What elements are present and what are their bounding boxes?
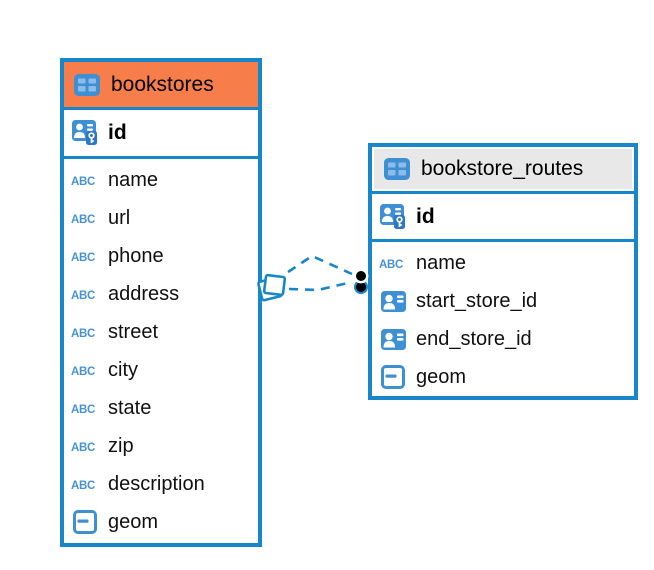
column-name: geom bbox=[416, 365, 467, 388]
column-row-url[interactable]: ABC url bbox=[64, 199, 258, 237]
header-divider bbox=[372, 191, 634, 194]
text-icon: ABC bbox=[71, 326, 99, 339]
column-row-geom[interactable]: geom bbox=[372, 358, 634, 396]
column-name: address bbox=[108, 282, 180, 305]
column-row-name[interactable]: ABC name bbox=[372, 244, 634, 282]
text-icon: ABC bbox=[71, 250, 99, 263]
column-name: street bbox=[108, 320, 159, 343]
reference-icon bbox=[379, 328, 407, 350]
column-row-geom[interactable]: geom bbox=[64, 503, 258, 541]
text-icon: ABC bbox=[71, 402, 99, 415]
column-name: end_store_id bbox=[416, 327, 532, 350]
column-name: geom bbox=[108, 510, 159, 533]
column-row-zip[interactable]: ABC zip bbox=[64, 427, 258, 465]
svg-text:ABC: ABC bbox=[71, 480, 95, 491]
column-name: state bbox=[108, 396, 152, 419]
column-name: phone bbox=[108, 244, 164, 267]
primary-key-label: id bbox=[108, 121, 127, 144]
svg-text:ABC: ABC bbox=[71, 442, 95, 453]
svg-text:ABC: ABC bbox=[71, 214, 95, 225]
column-row-state[interactable]: ABC state bbox=[64, 389, 258, 427]
table-title: bookstores bbox=[111, 72, 214, 96]
text-icon: ABC bbox=[71, 288, 99, 301]
text-icon: ABC bbox=[71, 440, 99, 453]
table-header-bookstore-routes[interactable]: bookstore_routes bbox=[372, 147, 634, 191]
column-name: url bbox=[108, 206, 131, 229]
column-name: zip bbox=[108, 434, 134, 457]
pk-divider bbox=[372, 239, 634, 242]
primary-key-label: id bbox=[416, 204, 435, 228]
text-icon: ABC bbox=[71, 174, 99, 187]
relationship-line-start-store[interactable] bbox=[287, 254, 353, 276]
column-row-address[interactable]: ABC address bbox=[64, 275, 258, 313]
table-header-bookstores[interactable]: bookstores bbox=[64, 62, 258, 107]
primary-key-row[interactable]: id bbox=[372, 194, 634, 239]
column-name: name bbox=[108, 168, 159, 191]
column-row-name[interactable]: ABC name bbox=[64, 161, 258, 199]
relationship-endpoint-dot-1[interactable] bbox=[353, 268, 369, 284]
text-icon: ABC bbox=[71, 212, 99, 225]
table-bookstore-routes[interactable]: bookstore_routes id ABC name start_store… bbox=[368, 143, 638, 400]
primary-key-icon bbox=[379, 203, 407, 230]
svg-text:ABC: ABC bbox=[71, 366, 95, 377]
primary-key-row[interactable]: id bbox=[64, 110, 258, 156]
column-row-end_store_id[interactable]: end_store_id bbox=[372, 320, 634, 358]
geometry-icon bbox=[71, 510, 99, 534]
svg-text:ABC: ABC bbox=[71, 252, 95, 263]
relationship-line-end-store[interactable] bbox=[288, 280, 353, 292]
svg-text:ABC: ABC bbox=[379, 259, 403, 270]
svg-text:ABC: ABC bbox=[71, 404, 95, 415]
text-icon: ABC bbox=[71, 364, 99, 377]
primary-key-icon bbox=[71, 120, 99, 146]
header-divider bbox=[64, 107, 258, 110]
table-icon bbox=[73, 73, 101, 96]
column-row-phone[interactable]: ABC phone bbox=[64, 237, 258, 275]
column-row-start_store_id[interactable]: start_store_id bbox=[372, 282, 634, 320]
relationship-source-marker[interactable] bbox=[257, 273, 287, 302]
text-icon: ABC bbox=[71, 478, 99, 491]
svg-text:ABC: ABC bbox=[71, 176, 95, 187]
svg-text:ABC: ABC bbox=[71, 290, 95, 301]
table-icon bbox=[383, 158, 411, 180]
column-row-street[interactable]: ABC street bbox=[64, 313, 258, 351]
svg-text:ABC: ABC bbox=[71, 328, 95, 339]
column-name: start_store_id bbox=[416, 289, 538, 312]
geometry-icon bbox=[379, 365, 407, 389]
column-name: name bbox=[416, 251, 467, 274]
column-list: ABC name start_store_id end_store_id geo… bbox=[372, 242, 634, 396]
column-list: ABC name ABC url ABC phone ABC address bbox=[64, 159, 258, 543]
column-row-description[interactable]: ABC description bbox=[64, 465, 258, 503]
column-name: city bbox=[108, 358, 138, 381]
pk-divider bbox=[64, 156, 258, 159]
reference-icon bbox=[379, 290, 407, 312]
table-title: bookstore_routes bbox=[421, 157, 584, 180]
column-row-city[interactable]: ABC city bbox=[64, 351, 258, 389]
text-icon: ABC bbox=[379, 257, 407, 270]
column-name: description bbox=[108, 472, 205, 495]
table-bookstores[interactable]: bookstores id ABC name ABC url ABC bbox=[60, 58, 262, 547]
